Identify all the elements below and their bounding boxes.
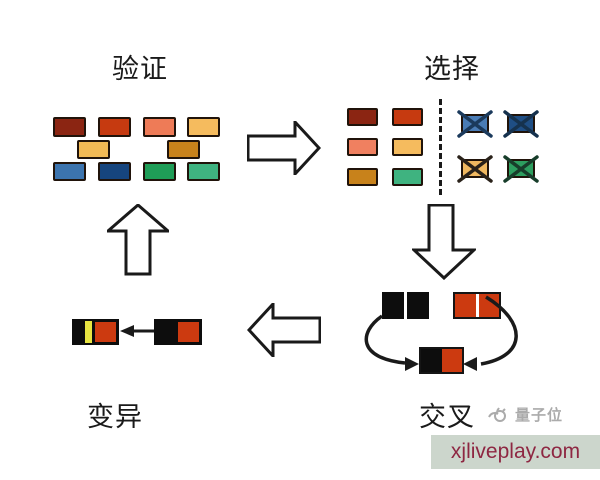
qbitai-logo-icon xyxy=(488,406,506,422)
footer-site-bar: xjliveplay.com xyxy=(431,435,600,469)
cross-out-icon xyxy=(457,155,493,183)
label-mutation: 变异 xyxy=(87,402,143,432)
cross-out-icon xyxy=(503,155,539,183)
parent-orange-pair xyxy=(453,292,501,319)
watermark-brand: 量子位 xyxy=(515,408,564,424)
cross-out-icon xyxy=(503,110,539,138)
cross-out-icon xyxy=(457,110,493,138)
chromosome-rect xyxy=(98,117,131,137)
discarded-chromosome xyxy=(456,155,494,183)
chromosome-rect xyxy=(167,140,200,159)
arrow-right-icon xyxy=(247,121,321,175)
crossover-arrows-icon xyxy=(364,295,518,371)
label-validation: 验证 xyxy=(112,54,168,84)
chromosome-rect xyxy=(53,162,86,181)
source-chromosome xyxy=(154,319,202,345)
watermark: 量子位 xyxy=(486,404,563,425)
discarded-chromosome xyxy=(502,155,540,183)
chromosome-rect xyxy=(98,162,131,181)
arrow-down-icon xyxy=(412,204,476,280)
chromosome-rect xyxy=(143,117,176,137)
child-left-gene xyxy=(421,349,442,372)
selection-divider xyxy=(439,99,442,195)
gene-orange xyxy=(178,322,199,342)
chromosome-rect xyxy=(392,108,423,126)
chromosome-rect xyxy=(392,168,423,186)
mutated-chromosome xyxy=(72,319,119,345)
mutation-arrow-icon xyxy=(120,325,156,337)
chromosome-rect xyxy=(347,168,378,186)
chromosome-rect xyxy=(347,138,378,156)
label-crossover: 交叉 xyxy=(419,402,475,432)
arrow-left-icon xyxy=(247,303,321,357)
chromosome-rect xyxy=(143,162,176,181)
chromosome-rect xyxy=(53,117,86,137)
chromosome-rect xyxy=(347,108,378,126)
chromosome-rect xyxy=(392,138,423,156)
parent-black-square xyxy=(407,292,429,319)
parent-black-square xyxy=(382,292,404,319)
chromosome-rect xyxy=(187,117,220,137)
child-right-gene xyxy=(441,349,462,372)
label-selection: 选择 xyxy=(424,54,480,84)
pair-gap xyxy=(476,294,479,317)
gene-orange xyxy=(95,322,116,342)
mutated-gene-yellow xyxy=(85,321,92,343)
footer-site-text: xjliveplay.com xyxy=(450,440,581,463)
arrow-up-icon xyxy=(107,204,169,276)
discarded-chromosome xyxy=(456,110,494,138)
chromosome-rect xyxy=(187,162,220,181)
crossover-child xyxy=(419,347,464,374)
discarded-chromosome xyxy=(502,110,540,138)
chromosome-rect xyxy=(77,140,110,159)
